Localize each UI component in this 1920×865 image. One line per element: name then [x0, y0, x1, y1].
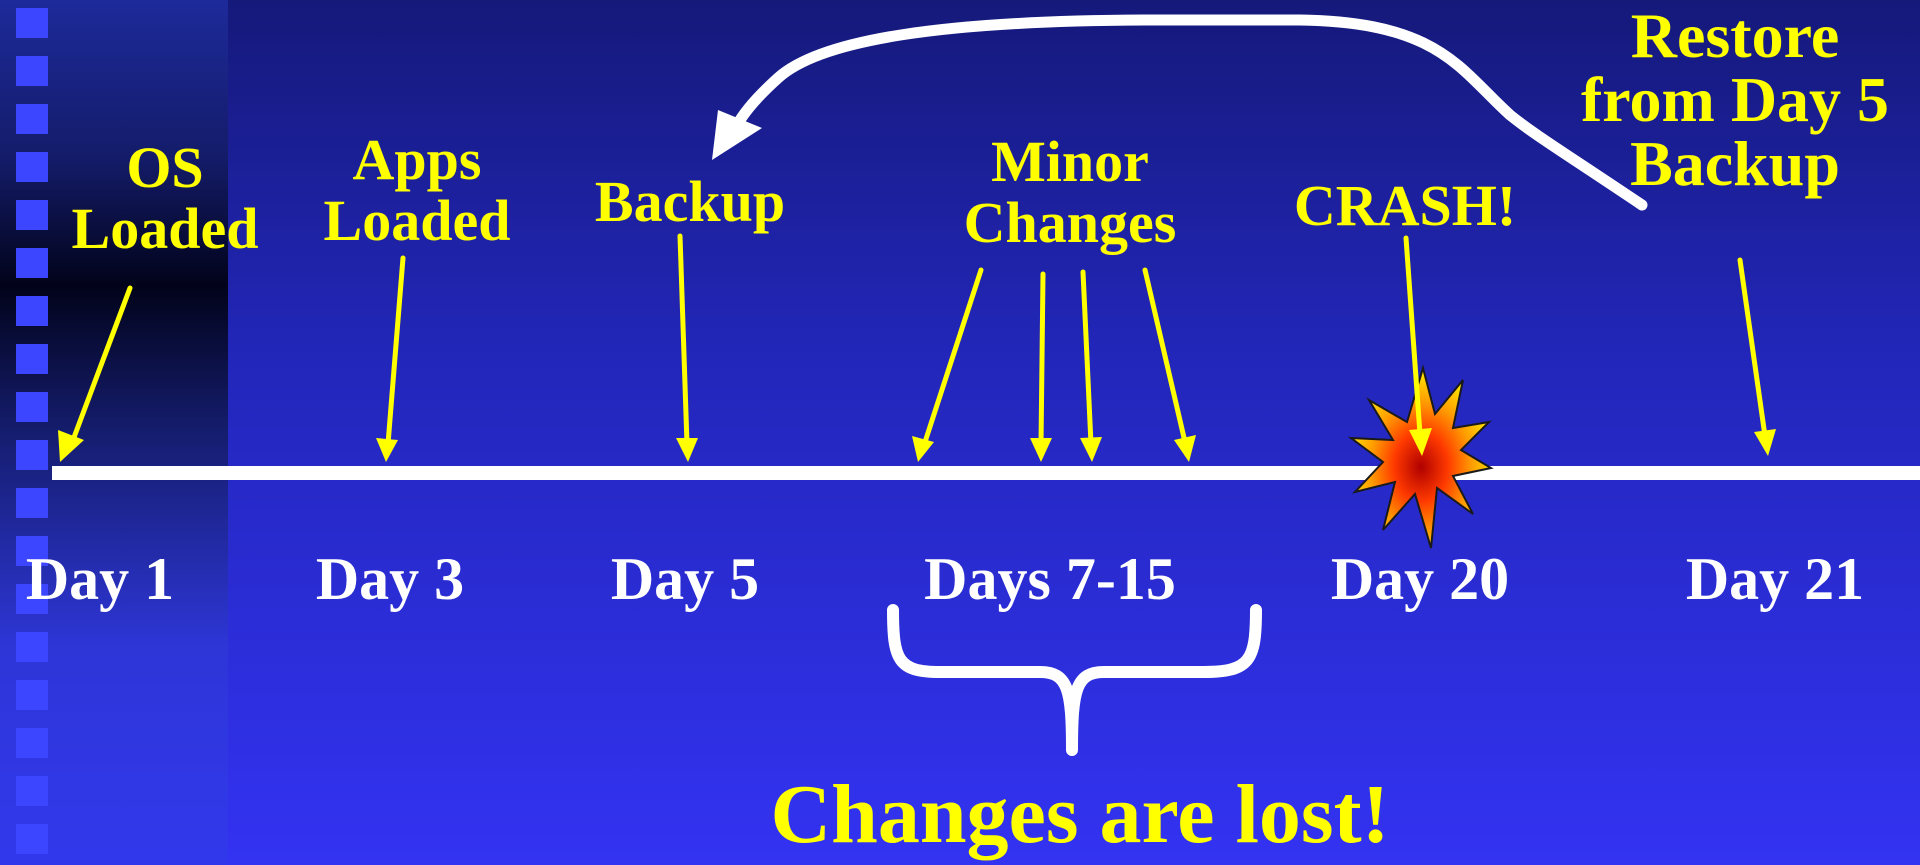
day-label: Day 5 — [610, 546, 760, 612]
label-backup: Backup — [570, 169, 810, 234]
decorative-side-strip — [0, 0, 228, 865]
arrow-minor-change-3 — [1080, 269, 1102, 462]
label-minor-changes: Minor Changes — [940, 129, 1200, 255]
label-restore: Restore from Day 5 Backup — [1550, 4, 1920, 196]
label-line: CRASH! — [1293, 173, 1517, 238]
decor-square — [16, 584, 48, 614]
decor-square — [16, 152, 48, 182]
conclusion-text: Changes are lost! — [770, 768, 1390, 861]
label-line: Backup — [1630, 128, 1840, 199]
arrow-minor-change-4 — [1142, 267, 1196, 462]
day-label: Days 7-15 — [924, 546, 1176, 612]
decor-square — [16, 392, 48, 422]
label-line: Loaded — [323, 187, 511, 253]
decor-square — [16, 8, 48, 38]
decor-square — [16, 440, 48, 470]
arrow-backup — [676, 233, 698, 462]
restore-return-arrow — [712, 14, 1648, 211]
arrow-os-loaded — [58, 285, 133, 462]
label-line: Minor — [991, 129, 1149, 194]
day-label: Day 20 — [1330, 546, 1510, 612]
decor-square — [16, 296, 48, 326]
arrow-crash — [1403, 235, 1432, 456]
square-column — [16, 8, 48, 865]
lost-changes-brace — [887, 604, 1262, 756]
decor-square — [16, 680, 48, 710]
explosion-icon — [1347, 364, 1494, 549]
label-line: Backup — [594, 169, 786, 234]
decor-square — [16, 488, 48, 518]
decor-square — [16, 56, 48, 86]
label-line: Apps — [352, 127, 482, 192]
arrow-restore — [1737, 257, 1776, 456]
arrow-apps-loaded — [376, 255, 406, 462]
arrow-minor-change-1 — [912, 267, 984, 462]
decor-square — [16, 344, 48, 374]
decor-square — [16, 728, 48, 758]
label-os-loaded: OS Loaded — [65, 135, 265, 261]
label-line: from Day 5 — [1580, 64, 1890, 135]
label-apps-loaded: Apps Loaded — [307, 127, 527, 253]
arrow-minor-change-2 — [1030, 271, 1052, 462]
day-label: Day 1 — [25, 546, 175, 612]
decor-square — [16, 824, 48, 854]
decor-square — [16, 200, 48, 230]
label-line: Loaded — [71, 195, 259, 261]
decor-square — [16, 104, 48, 134]
decor-square — [16, 536, 48, 566]
label-line: Restore — [1630, 0, 1840, 71]
label-crash: CRASH! — [1270, 173, 1540, 238]
day-label: Day 3 — [315, 546, 465, 612]
decor-square — [16, 776, 48, 806]
label-line: Changes — [963, 189, 1177, 255]
day-label: Day 21 — [1685, 546, 1865, 612]
label-line: OS — [126, 135, 204, 200]
decor-square — [16, 632, 48, 662]
decor-square — [16, 248, 48, 278]
